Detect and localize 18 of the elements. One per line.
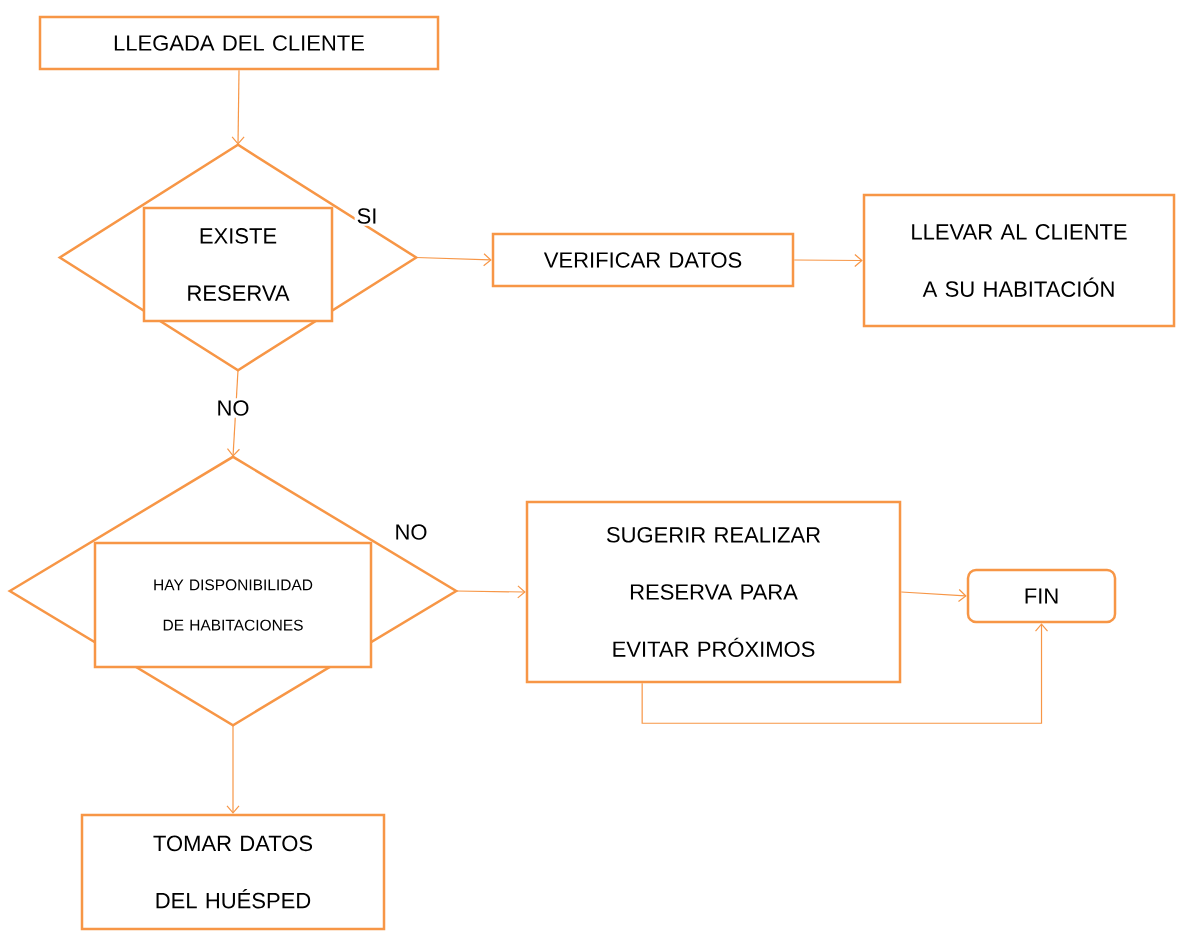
process-box: VERIFICAR DATOS (491, 232, 795, 288)
process-box: EXISTE RESERVA (142, 206, 334, 323)
terminal-box: FIN (966, 568, 1117, 624)
arrow (793, 253, 863, 268)
process-box: TOMAR DATOS DEL HUÉSPED (80, 813, 386, 931)
arrow (415, 253, 492, 267)
arrow (641, 623, 1049, 724)
process-box: LLEVAR AL CLIENTE A SU HABITACIÓN (862, 193, 1176, 328)
process-box: HAY DISPONIBILIDAD DE HABITACIONES (93, 541, 373, 669)
process-box: LLEGADA DEL CLIENTE (38, 15, 440, 71)
edge-label: SI (354, 206, 380, 226)
edge-label: NO (392, 522, 430, 542)
arrow (900, 588, 967, 603)
arrow (455, 585, 526, 599)
edge-label: NO (214, 398, 252, 418)
arrow (231, 69, 245, 145)
process-box: SUGERIR REALIZAR RESERVA PARA EVITAR PRÓXIMOS (525, 500, 902, 684)
arrow (226, 724, 240, 814)
